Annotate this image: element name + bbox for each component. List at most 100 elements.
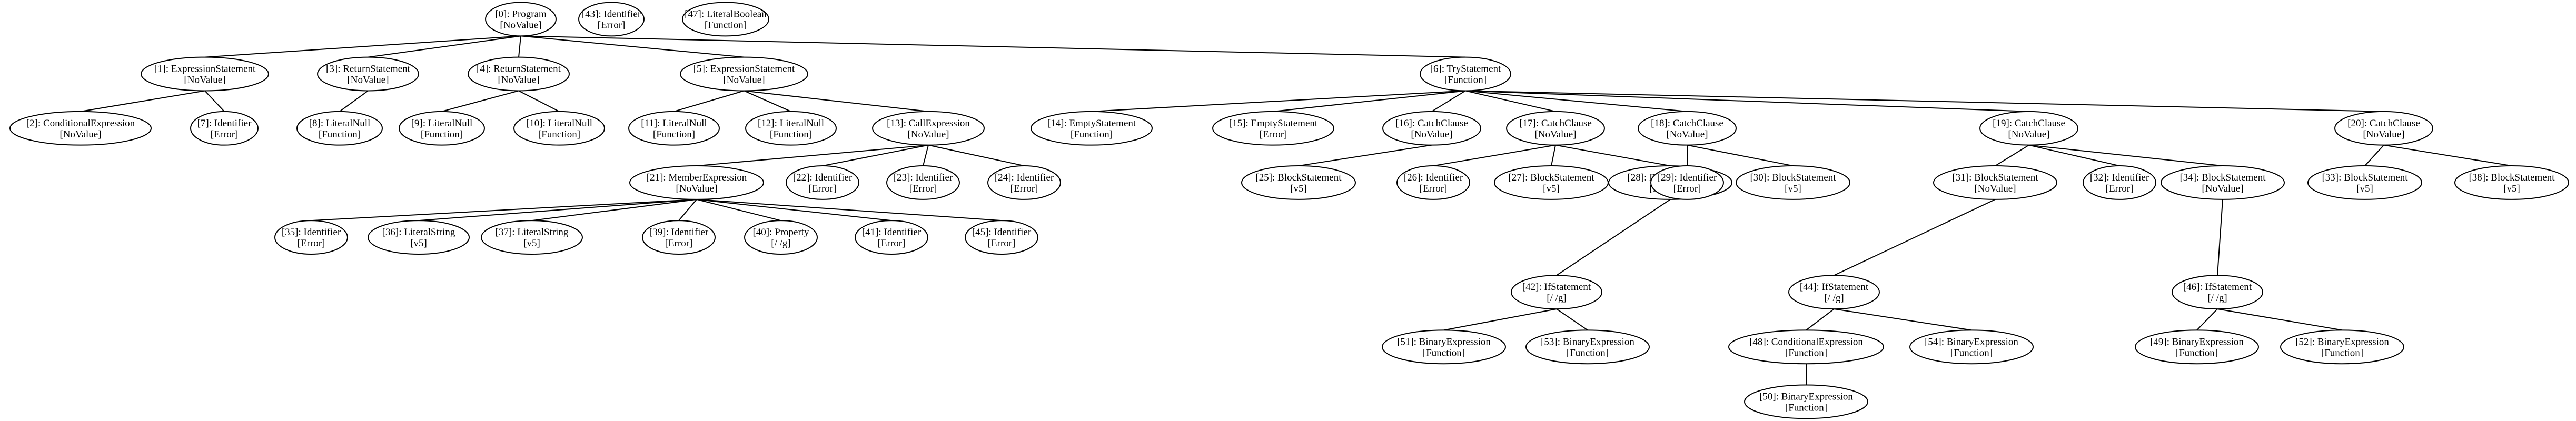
node-24: [24]: Identifier[Error]	[987, 165, 1061, 200]
node-label: [13]: CallExpression	[887, 118, 970, 129]
edge-42-51	[1443, 308, 1557, 331]
node-6: [6]: TryStatement[Function]	[1420, 56, 1511, 92]
node-label: [26]: Identifier	[1404, 172, 1463, 183]
edge-19-34	[2028, 144, 2223, 167]
node-value: [Error]	[1420, 183, 1448, 194]
node-value: [v5]	[1543, 183, 1560, 194]
node-value: [v5]	[2356, 183, 2373, 194]
node-label: [35]: Identifier	[282, 227, 341, 238]
node-value: [NoValue]	[2363, 129, 2404, 140]
node-value: [/ /g]	[771, 238, 790, 249]
node-value: [v5]	[2503, 183, 2520, 194]
node-label: [49]: BinaryExpression	[2150, 336, 2244, 347]
node-ellipse	[2454, 165, 2569, 200]
edge-6-20	[1465, 90, 2384, 112]
node-31: [31]: BlockStatement[NoValue]	[1933, 165, 2057, 200]
node-value: [Error]	[598, 19, 626, 31]
node-37: [37]: LiteralString[v5]	[481, 220, 583, 255]
node-ellipse	[786, 165, 859, 200]
node-12: [12]: LiteralNull[Function]	[745, 111, 837, 146]
node-value: [/ /g]	[2207, 293, 2227, 304]
node-39: [39]: Identifier[Error]	[642, 220, 716, 255]
node-ellipse	[855, 220, 928, 255]
edge-0-4	[518, 36, 521, 57]
edge-6-16	[1431, 90, 1466, 112]
node-label: [1]: ExpressionStatement	[154, 64, 256, 75]
node-7: [7]: Identifier[Error]	[190, 111, 259, 146]
edge-6-18	[1465, 90, 1688, 112]
edge-46-52	[2217, 308, 2343, 331]
node-label: [24]: Identifier	[995, 172, 1054, 183]
node-value: [Error]	[298, 238, 325, 249]
node-label: [34]: BlockStatement	[2179, 172, 2266, 183]
edge-21-37	[531, 198, 697, 222]
node-value: [NoValue]	[60, 129, 101, 140]
node-ellipse	[2334, 111, 2433, 146]
node-label: [40]: Property	[752, 227, 809, 238]
edge-21-41	[696, 198, 892, 222]
node-value: [NoValue]	[347, 75, 389, 86]
node-label: [8]: LiteralNull	[309, 118, 371, 129]
node-value: [Error]	[878, 238, 906, 249]
edge-20-33	[2364, 145, 2384, 166]
node-label: [47]: LiteralBoolean	[685, 8, 767, 19]
node-ellipse	[399, 111, 485, 146]
edge-0-5	[520, 35, 745, 58]
node-label: [51]: BinaryExpression	[1397, 336, 1491, 347]
edge-44-48	[1806, 308, 1835, 331]
node-value: [NoValue]	[2008, 129, 2049, 140]
node-ellipse	[1744, 384, 1868, 419]
node-ellipse	[1506, 111, 1605, 146]
node-26: [26]: Identifier[Error]	[1396, 165, 1470, 200]
edge-13-23	[923, 145, 929, 166]
node-3: [3]: ReturnStatement[NoValue]	[317, 56, 419, 92]
node-40: [40]: Property[/ /g]	[744, 220, 818, 255]
edge-6-15	[1273, 90, 1466, 112]
node-value: [Function]	[770, 129, 812, 140]
node-ellipse	[1650, 165, 1724, 200]
node-ellipse	[468, 56, 570, 92]
node-16: [16]: CatchClause[NoValue]	[1382, 111, 1481, 146]
node-ellipse	[886, 165, 960, 200]
node-value: [/ /g]	[1547, 293, 1566, 304]
node-value: [Function]	[1785, 347, 1827, 358]
node-label: [21]: MemberExpression	[647, 172, 747, 183]
node-label: [36]: LiteralString	[382, 227, 455, 238]
edge-0-1	[204, 35, 521, 58]
node-value: [v5]	[1785, 183, 1801, 194]
node-layer: [0]: Program[NoValue][43]: Identifier[Er…	[9, 2, 2569, 419]
node-41: [41]: Identifier[Error]	[855, 220, 928, 255]
edge-31-44	[1834, 199, 1996, 276]
node-ellipse	[513, 111, 605, 146]
node-label: [7]: Identifier	[197, 118, 252, 129]
node-ellipse	[1396, 165, 1470, 200]
node-11: [11]: LiteralNull[Function]	[628, 111, 720, 146]
node-8: [8]: LiteralNull[Function]	[296, 111, 383, 146]
node-13: [13]: CallExpression[NoValue]	[872, 111, 985, 146]
node-ellipse	[629, 165, 764, 200]
node-51: [51]: BinaryExpression[Function]	[1382, 329, 1506, 365]
node-ellipse	[2280, 329, 2404, 365]
node-ellipse	[872, 111, 985, 146]
node-label: [44]: IfStatement	[1800, 282, 1869, 293]
node-value: [Error]	[2106, 183, 2134, 194]
node-label: [33]: BlockStatement	[2322, 172, 2408, 183]
node-value: [Function]	[1950, 347, 1993, 358]
node-ellipse	[274, 220, 348, 255]
node-value: [NoValue]	[500, 19, 541, 31]
node-value: [v5]	[523, 238, 540, 249]
node-value: [Function]	[2321, 347, 2363, 358]
node-label: [18]: CatchClause	[1651, 118, 1723, 129]
node-ellipse	[1511, 275, 1602, 310]
node-label: [14]: EmptyStatement	[1047, 118, 1136, 129]
node-value: [NoValue]	[1534, 129, 1576, 140]
node-label: [48]: ConditionalExpression	[1749, 336, 1863, 347]
node-ellipse	[987, 165, 1061, 200]
node-label: [41]: Identifier	[862, 227, 922, 238]
node-ellipse	[368, 220, 470, 255]
node-label: [42]: IfStatement	[1522, 282, 1591, 293]
node-ellipse	[1212, 111, 1334, 146]
edge-16-25	[1298, 144, 1432, 167]
node-label: [50]: BinaryExpression	[1759, 391, 1853, 402]
node-35: [35]: Identifier[Error]	[274, 220, 348, 255]
